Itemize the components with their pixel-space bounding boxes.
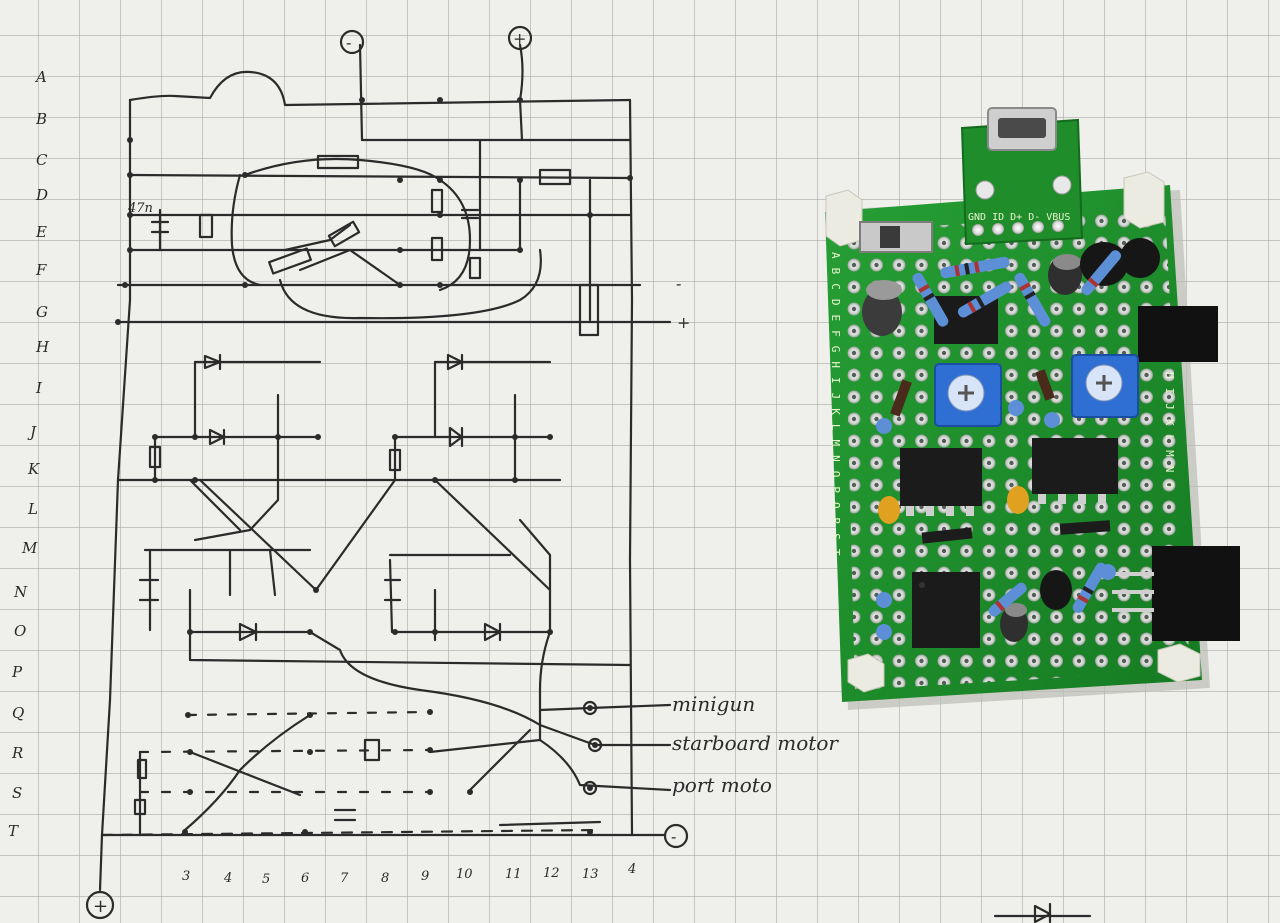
dip-ic	[900, 448, 982, 516]
diode	[1059, 520, 1111, 535]
column-number: 7	[340, 871, 349, 886]
output-label-starboard-motor: starboard motor	[672, 731, 839, 755]
nylon-standoff	[825, 189, 863, 247]
row-letter: H	[35, 338, 50, 356]
resistor	[988, 582, 1027, 617]
row-letter: L	[27, 500, 38, 518]
nylon-standoff	[1123, 171, 1165, 229]
diode	[890, 379, 912, 417]
resistor-end	[1100, 564, 1116, 580]
ceramic-capacitor	[878, 496, 900, 524]
usb-mount-hole	[1052, 175, 1072, 195]
column-number: 12	[543, 866, 560, 881]
terminal-bottom-right-label: -	[671, 827, 676, 846]
row-letter: G	[36, 303, 48, 321]
side-mark-minus: -	[676, 274, 681, 293]
dip-ic	[1032, 438, 1118, 504]
row-letter: P	[11, 663, 23, 681]
diode	[921, 527, 973, 544]
column-number: 11	[505, 867, 522, 882]
row-letter: T	[8, 822, 19, 840]
usb-mount-hole	[975, 180, 995, 200]
component-note-47n: 47n	[127, 201, 153, 216]
resistor-end	[876, 592, 892, 608]
usb-pin-labels: GND ID D+ D- VBUS	[968, 212, 1070, 223]
row-letter: S	[12, 784, 22, 802]
resistor	[912, 272, 949, 327]
side-mark-plus: +	[677, 313, 690, 332]
nylon-standoff	[1157, 643, 1201, 683]
row-letter: F	[35, 261, 47, 279]
resistor-end	[876, 624, 892, 640]
resistor-end	[1008, 400, 1024, 416]
row-letters: A B C D E F G H I J K L M N O P Q R S T	[8, 68, 50, 840]
resistors	[876, 250, 1122, 640]
resistor	[957, 281, 1012, 318]
column-number: 6	[301, 871, 309, 886]
header-pins	[1112, 572, 1154, 612]
column-number: 9	[421, 869, 429, 884]
column-number: 10	[456, 867, 473, 882]
row-letter: B	[35, 110, 47, 128]
column-number: 4	[627, 862, 636, 877]
pcb-row-labels-left: ABCDEFGHIJKLMNOPQRST	[829, 252, 842, 564]
terminal-top-left-label: -	[346, 33, 351, 52]
row-letter: R	[11, 744, 23, 762]
header-connector	[1152, 546, 1240, 641]
row-letter: O	[14, 622, 26, 640]
trimmer-potentiometer	[1071, 354, 1139, 418]
output-label-port-motor: port moto	[672, 773, 772, 797]
row-letter: Q	[12, 704, 24, 722]
row-letter: N	[13, 583, 28, 601]
column-numbers: 3 4 5 6 7 8 9 10 11 12 13 4	[182, 862, 636, 887]
dip-ic	[912, 572, 980, 648]
output-label-minigun: minigun	[672, 692, 755, 716]
nylon-standoff	[847, 653, 885, 693]
transistor	[1040, 570, 1072, 610]
pcb-row-labels-right: HIJKLMNO	[1163, 372, 1176, 497]
row-letter: C	[36, 151, 48, 169]
row-letter: I	[35, 379, 43, 397]
electrolytic-capacitor	[862, 280, 902, 336]
row-letter: J	[27, 423, 37, 441]
slide-switch-knob	[880, 226, 900, 248]
trimmer-potentiometer	[934, 363, 1002, 427]
column-number: 5	[262, 872, 270, 887]
column-number: 8	[381, 871, 389, 886]
row-letter: A	[34, 68, 47, 86]
usb-pin-pads	[972, 220, 1064, 236]
row-letter: E	[35, 223, 47, 241]
resistor	[940, 256, 1010, 279]
column-number: 3	[182, 869, 190, 884]
electrolytic-capacitor	[1048, 254, 1082, 295]
resistor-end	[1044, 412, 1060, 428]
terminal-bottom-left-label: +	[93, 896, 108, 917]
electrolytic-capacitor	[1000, 603, 1028, 642]
header-connector	[1138, 306, 1218, 362]
resistor	[1014, 272, 1051, 327]
micro-usb-port	[998, 118, 1046, 138]
column-number: 13	[582, 867, 599, 882]
row-letter: M	[21, 539, 38, 557]
resistor	[1072, 562, 1107, 613]
column-number: 4	[223, 871, 232, 886]
row-letter: K	[27, 460, 40, 478]
pcb-assembly: ABCDEFGHIJKLMNOPQRST HIJKLMNO GND ID D+ …	[825, 107, 1240, 710]
resistor	[1081, 250, 1122, 296]
diode	[1035, 369, 1055, 401]
terminal-top-right-label: +	[513, 29, 526, 48]
hand-drawn-schematic	[85, 25, 1092, 923]
resistor-end	[876, 418, 892, 434]
row-letter: D	[35, 186, 48, 204]
ceramic-capacitor	[1007, 486, 1029, 514]
